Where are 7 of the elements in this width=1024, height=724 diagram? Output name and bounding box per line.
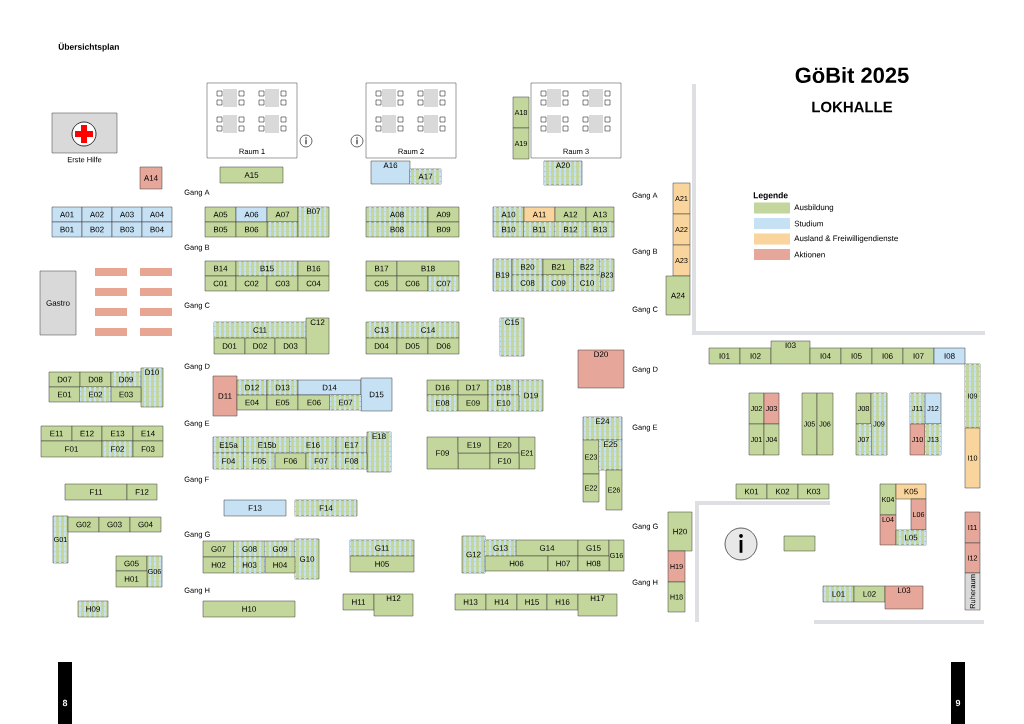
title: GöBit 2025 <box>795 66 909 84</box>
subtitle: LOKHALLE <box>812 101 893 113</box>
page-number-tab: 8 <box>58 662 72 724</box>
heading: Übersichtsplan <box>58 42 119 52</box>
legend-heading: Legende <box>753 192 788 200</box>
booth <box>783 535 816 552</box>
page-number-tab: 9 <box>951 662 965 724</box>
